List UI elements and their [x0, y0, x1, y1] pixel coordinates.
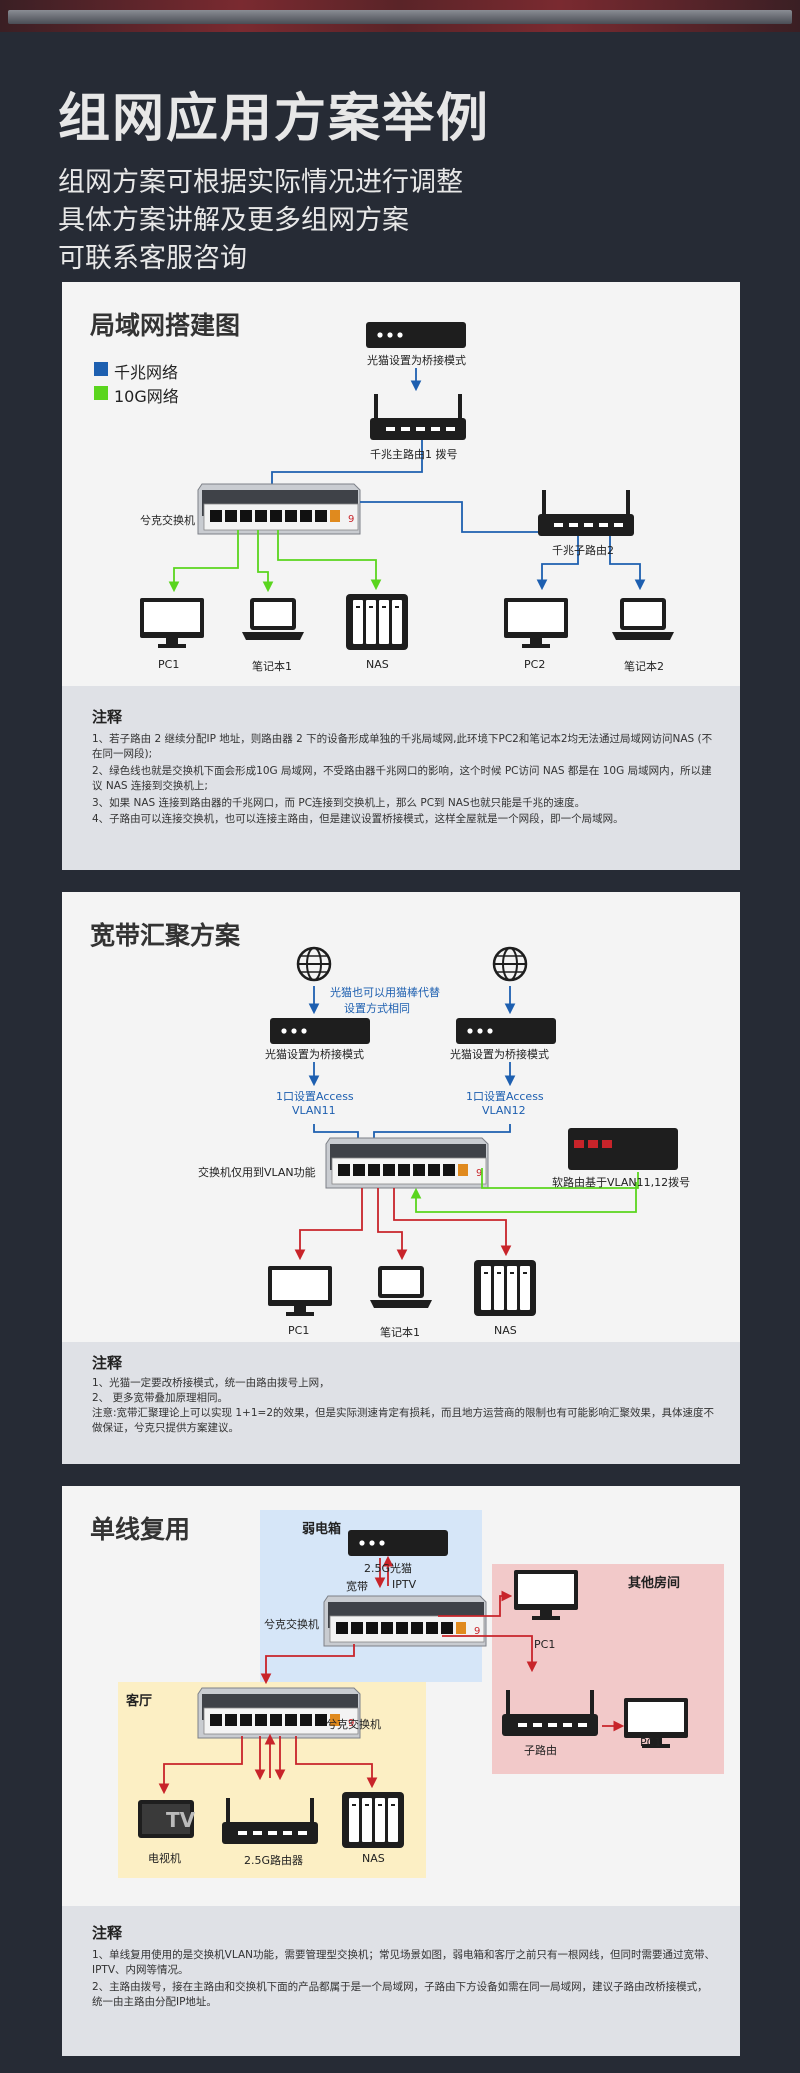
nas-icon — [474, 1260, 536, 1316]
laptop1-icon — [242, 598, 304, 640]
optical-modem-icon-1 — [270, 1018, 370, 1044]
tv-glyph: TV — [166, 1808, 196, 1832]
notes-title: 注释 — [92, 1924, 123, 1942]
device-label-nas: NAS — [366, 658, 389, 671]
device-label-pc1: PC1 — [288, 1324, 310, 1337]
lan-diagram-panel: 局域网搭建图 千兆网络 10G网络 光猫设置为桥接模式 千兆主路由1 拨号 兮克… — [62, 282, 740, 870]
modem-label: 光猫设置为桥接模式 — [367, 354, 466, 367]
laptop1-icon — [370, 1266, 432, 1308]
switch-label: 交换机仅用到VLAN功能 — [198, 1166, 316, 1179]
device-label-laptop1: 笔记本1 — [380, 1326, 420, 1339]
vlan2-line-1: 1口设置Access — [466, 1090, 544, 1103]
sub-router-label: 子路由 — [524, 1744, 557, 1757]
notes-title: 注释 — [92, 1354, 123, 1372]
optical-modem-icon — [348, 1530, 448, 1556]
broadband-aggregation-panel: 宽带汇聚方案 光猫也可以用猫棒代替 设置方式相同 光猫设置为桥接模式 光猫设置为… — [62, 892, 740, 1464]
living-room-label: 客厅 — [126, 1694, 153, 1709]
device-label-pc1: PC1 — [158, 658, 180, 671]
panel-title: 单线复用 — [90, 1515, 191, 1544]
pc1-icon — [140, 598, 204, 648]
note-1: 1、若子路由 2 继续分配IP 地址，则路由器 2 下的设备形成单独的千兆局域网… — [92, 733, 713, 760]
internet-globe-icon-1 — [296, 946, 332, 982]
other-room-pc1-label: PC1 — [534, 1638, 556, 1651]
note-3: 注意:宽带汇聚理论上可以实现 1+1=2的效果，但是实际测速肯定有损耗，而且地方… — [92, 1407, 715, 1434]
subtitle-line-3: 可联系客服咨询 — [58, 243, 247, 274]
notes-block: 注释 1、若子路由 2 继续分配IP 地址，则路由器 2 下的设备形成单独的千兆… — [62, 686, 740, 870]
aggregation-diagram-wires — [268, 946, 678, 1316]
switch1-icon — [323, 1595, 487, 1647]
note-2: 2、 更多宽带叠加原理相同。 — [92, 1392, 229, 1404]
soft-router-label: 软路由基于VLAN11,12拨号 — [552, 1176, 691, 1189]
note-1: 1、单线复用使用的是交换机VLAN功能，需要管理型交换机；常见场景如图，弱电箱和… — [92, 1949, 715, 1976]
other-room-label: 其他房间 — [628, 1576, 681, 1591]
panel-title: 宽带汇聚方案 — [90, 921, 241, 950]
note-3: 3、如果 NAS 连接到路由器的千兆网口，而 PC连接到交换机上，那么 PC到 … — [92, 797, 586, 809]
modem-note-line-2: 设置方式相同 — [344, 1002, 410, 1015]
legend-label-10g: 10G网络 — [114, 387, 179, 406]
subtitle-line-1: 组网方案可根据实际情况进行调整 — [58, 167, 463, 198]
other-room-pc2-label: PC1 — [640, 1736, 662, 1749]
modem-note-line-1: 光猫也可以用猫棒代替 — [330, 986, 440, 999]
internet-globe-icon-2 — [492, 946, 528, 982]
nas-icon — [342, 1792, 404, 1848]
broadband-label: 宽带 — [346, 1580, 368, 1593]
legend-swatch-gigabit — [94, 362, 108, 376]
device-label-nas: NAS — [494, 1324, 517, 1337]
pc2-icon — [504, 598, 568, 648]
main-router-icon — [370, 394, 466, 440]
optical-modem-icon-2 — [456, 1018, 556, 1044]
soft-router-icon — [568, 1128, 678, 1170]
notes-block: 注释 1、单线复用使用的是交换机VLAN功能，需要管理型交换机；常见场景如图，弱… — [62, 1906, 740, 2056]
modem2-label: 光猫设置为桥接模式 — [450, 1048, 549, 1061]
router-2-5g-icon — [222, 1798, 318, 1844]
device-label-pc2: PC2 — [524, 658, 546, 671]
note-2: 2、主路由拨号，接在主路由和交换机下面的产品都属于是一个局域网，子路由下方设备如… — [92, 1981, 708, 2008]
top-decorative-bar — [0, 0, 800, 32]
vlan1-line-1: 1口设置Access — [276, 1090, 354, 1103]
router-2-5g-label: 2.5G路由器 — [244, 1854, 304, 1867]
multiplex-diagram-wires — [138, 1530, 688, 1848]
vlan2-line-2: VLAN12 — [482, 1104, 526, 1117]
legend-label-gigabit: 千兆网络 — [114, 363, 179, 382]
note-1: 1、光猫一定要改桥接模式，统一由路由拨号上网， — [92, 1377, 330, 1389]
device-label-laptop1: 笔记本1 — [252, 660, 292, 673]
note-4: 4、子路由可以连接交换机，也可以连接主路由，但是建议设置桥接模式，这样全屋就是一… — [92, 813, 624, 825]
other-room-pc1-icon — [514, 1570, 578, 1620]
sub-router-icon — [502, 1690, 598, 1736]
vlan1-line-2: VLAN11 — [292, 1104, 336, 1117]
main-router-label: 千兆主路由1 拨号 — [370, 448, 458, 461]
subtitle-line-2: 具体方案讲解及更多组网方案 — [58, 205, 409, 236]
switch-icon — [197, 483, 361, 535]
panel-title: 局域网搭建图 — [90, 311, 241, 340]
laptop2-icon — [612, 598, 674, 640]
nas-label: NAS — [362, 1852, 385, 1865]
switch-label: 兮克交换机 — [140, 514, 195, 527]
pc1-icon — [268, 1266, 332, 1316]
lan-diagram-wires — [140, 322, 674, 650]
notes-title: 注释 — [92, 708, 123, 726]
sub-router-icon — [538, 490, 634, 536]
note-2: 2、绿色线也就是交换机下面会形成10G 局域网，不受路由器千兆网口的影响，这个时… — [92, 765, 712, 792]
iptv-label: IPTV — [392, 1578, 417, 1591]
tv-label: 电视机 — [148, 1852, 181, 1865]
switch1-label: 兮克交换机 — [264, 1618, 319, 1631]
notes-block: 注释 1、光猫一定要改桥接模式，统一由路由拨号上网， 2、 更多宽带叠加原理相同… — [62, 1342, 740, 1464]
sub-router-label: 千兆子路由2 — [552, 544, 614, 557]
legend-swatch-10g — [94, 386, 108, 400]
page-title: 组网应用方案举例 — [58, 89, 491, 149]
optical-modem-icon — [366, 322, 466, 348]
switch-icon — [325, 1137, 489, 1189]
nas-icon — [346, 594, 408, 650]
device-label-laptop2: 笔记本2 — [624, 660, 664, 673]
weak-current-box-label: 弱电箱 — [302, 1522, 342, 1537]
switch2-label: 兮克交换机 — [326, 1718, 381, 1731]
modem1-label: 光猫设置为桥接模式 — [265, 1048, 364, 1061]
modem-label: 2.5G光猫 — [364, 1562, 413, 1575]
single-line-multiplex-panel: 单线复用 TV 弱电箱 2.5G光猫 宽带 IPTV 兮克交换机 其他房间 PC… — [62, 1486, 740, 2056]
